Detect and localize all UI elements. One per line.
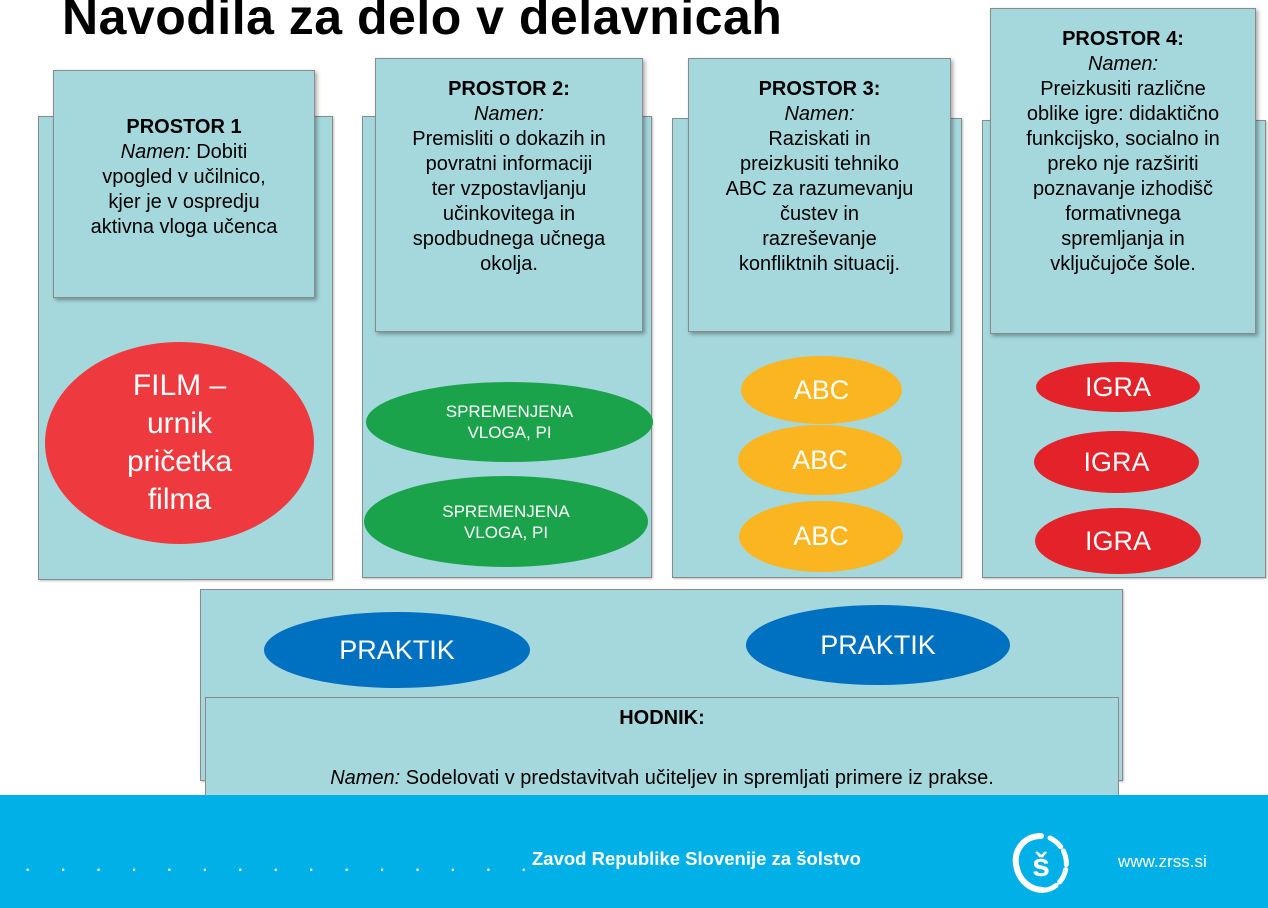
space-1-purpose: PROSTOR 1 Namen: Dobiti vpogled v učilni… (53, 115, 315, 240)
space-4-purpose: PROSTOR 4: Namen: Preizkusiti različne o… (990, 27, 1256, 277)
space-2-purpose: PROSTOR 2: Namen: Premisliti o dokazih i… (375, 77, 643, 277)
igra-ellipse: IGRA (1034, 431, 1199, 493)
space-1-purpose-line: Dobiti (196, 141, 248, 163)
space-1-purpose-line: aktivna vloga učenca (90, 216, 278, 238)
space-2-purpose-line: okolja. (480, 253, 538, 275)
space-1-heading: PROSTOR 1 (126, 116, 242, 138)
space-3-purpose: PROSTOR 3: Namen: Raziskati in preizkusi… (688, 77, 951, 277)
space-4-heading: PROSTOR 4: (1062, 28, 1184, 50)
hallway-purpose-label: Namen: (330, 767, 401, 789)
space-3-purpose-label: Namen: (784, 103, 855, 125)
film-ellipse: FILM – urnik pričetka filma (45, 342, 314, 544)
space-1-purpose-line: kjer je v ospredju (108, 191, 260, 213)
space-3-purpose-line: čustev in (780, 203, 859, 225)
space-3-purpose-line: Raziskati in (768, 128, 871, 150)
website-link[interactable]: www.zrss.si (1118, 852, 1207, 871)
hallway-heading: HODNIK: (619, 707, 705, 729)
space-4-purpose-label: Namen: (1087, 53, 1159, 75)
space-4-purpose-line: vključujoče šole. (1050, 253, 1196, 275)
igra-ellipse: IGRA (1035, 508, 1201, 574)
abc-ellipse: ABC (738, 425, 902, 495)
ellipse-line: VLOGA, PI (467, 423, 552, 442)
space-2-purpose-box (375, 58, 643, 332)
space-1-purpose-line: vpogled v učilnico, (102, 166, 266, 188)
space-3-purpose-box (688, 58, 951, 332)
film-line: urnik (146, 407, 212, 440)
space-4-purpose-line: spremljanja in (1061, 228, 1185, 250)
space-3-purpose-line: ABC za razumevanju (725, 178, 914, 200)
ellipse-line: VLOGA, PI (463, 522, 549, 542)
svg-text:š: š (1032, 847, 1050, 883)
ellipse-line: SPREMENJENA (445, 402, 574, 421)
space-2-purpose-line: ter vzpostavljanju (431, 178, 587, 200)
hallway-purpose: Namen: Sodelovati v predstavitvah učitel… (205, 766, 1119, 791)
space-2-purpose-line: povratni informaciji (425, 153, 593, 175)
film-line: FILM – (132, 369, 227, 402)
space-1-purpose-label: Namen: (120, 141, 191, 163)
zrss-logo-icon: š (1012, 833, 1069, 893)
space-4-purpose-line: formativnega (1065, 203, 1181, 225)
footer-dots: · · · · · · · · · · · · · · · (24, 856, 539, 881)
space-2-purpose-line: učinkovitega in (442, 203, 576, 225)
space-1-purpose-box (53, 70, 315, 298)
abc-ellipse: ABC (739, 501, 903, 572)
spremenjena-vloga-ellipse: SPREMENJENA VLOGA, PI (364, 476, 648, 567)
organization-name: Zavod Republike Slovenije za šolstvo (532, 848, 861, 869)
igra-ellipse: IGRA (1036, 362, 1200, 412)
footer-bar (0, 795, 1268, 908)
space-4-purpose-line: poznavanje izhodišč (1032, 178, 1214, 200)
space-3-purpose-line: preizkusiti tehniko (740, 153, 899, 175)
space-2-heading: PROSTOR 2: (448, 78, 570, 100)
space-2-purpose-label: Namen: (473, 103, 545, 125)
abc-ellipse: ABC (741, 356, 902, 424)
praktik-ellipse: PRAKTIK (264, 612, 530, 688)
hallway-purpose-box (205, 697, 1119, 796)
ellipse-line: SPREMENJENA (442, 501, 570, 521)
film-line: pričetka (126, 445, 233, 478)
space-2-purpose-line: spodbudnega učnega (412, 228, 606, 250)
space-3-purpose-line: konfliktnih situacij. (738, 253, 901, 275)
space-4-purpose-line: oblike igre: didaktično (1026, 103, 1220, 125)
page-title: Navodila za delo v delavnicah (62, 0, 783, 45)
space-3-heading: PROSTOR 3: (758, 78, 881, 100)
space-2-purpose-line: Premisliti o dokazih in (412, 128, 606, 150)
space-4-purpose-line: Preizkusiti različne (1040, 78, 1206, 100)
space-4-purpose-line: preko nje razširiti (1047, 153, 1199, 175)
film-line: filma (147, 483, 212, 516)
space-4-purpose-line: funkcijsko, socialno in (1026, 128, 1220, 150)
space-4-purpose-box (990, 8, 1256, 334)
space-3-purpose-line: razreševanje (762, 228, 877, 250)
praktik-ellipse: PRAKTIK (746, 605, 1010, 685)
hallway-purpose-text: Sodelovati v predstavitvah učiteljev in … (405, 767, 994, 789)
spremenjena-vloga-ellipse: SPREMENJENA VLOGA, PI (366, 382, 653, 462)
